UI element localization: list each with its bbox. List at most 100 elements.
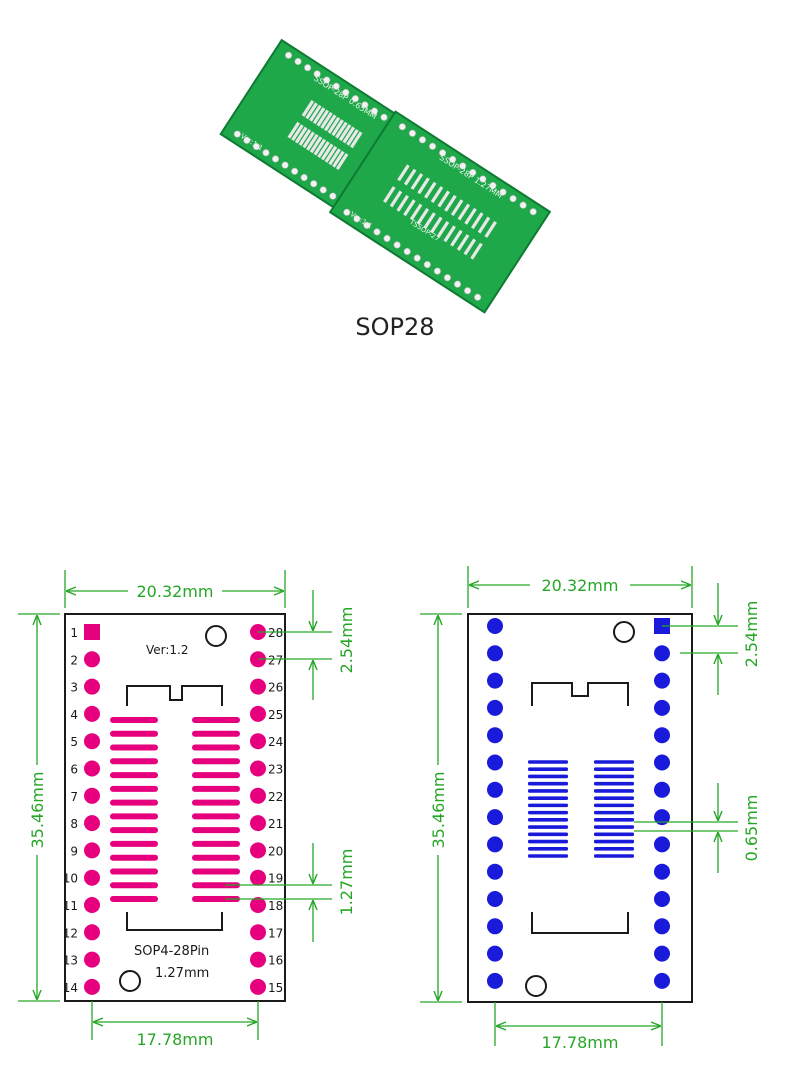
smd-pad <box>302 131 315 149</box>
left-pad-pitch-label: 1.27mm <box>337 849 356 916</box>
left-pin-pad <box>84 705 100 722</box>
header-pad <box>418 136 426 144</box>
right-pin-pad <box>654 781 670 798</box>
smd-pad <box>332 150 345 168</box>
left-pin-number: 10 <box>63 872 78 886</box>
header-pad <box>509 195 517 203</box>
header-pad <box>479 175 487 183</box>
left-row-spacing-label: 17.78mm <box>137 1030 214 1049</box>
right-smd-pad <box>192 854 240 861</box>
smd-pad <box>323 114 337 132</box>
smd-pad <box>335 121 348 139</box>
header-pad <box>499 188 507 196</box>
left-smd-pad <box>110 758 158 765</box>
header-pad <box>443 274 451 282</box>
header-pad <box>373 228 381 236</box>
left-pin-pad <box>84 897 100 913</box>
right-pin-number: 22 <box>268 790 283 804</box>
header-pad <box>489 182 497 190</box>
right-smd-pad <box>594 774 634 779</box>
right-smd-pad <box>594 789 634 793</box>
header-pad <box>398 123 406 131</box>
smd-pad <box>342 126 356 144</box>
right-smd-pad <box>192 882 240 889</box>
left-package-label: SOP4-28Pin <box>134 944 209 959</box>
left-smd-pad <box>528 810 568 815</box>
left-pin-pad <box>487 645 503 662</box>
right-board-view: 20.32mm 35.46mm 17.78mm 2.54mm 0.65mm <box>420 566 761 1052</box>
left-pin-pad <box>487 836 503 853</box>
left-pin-pad <box>84 842 100 859</box>
right-pin-pad <box>250 842 266 859</box>
left-smd-pad <box>528 803 568 808</box>
smd-pad <box>317 141 330 158</box>
smd-pad <box>324 145 338 163</box>
smd-pad <box>383 186 396 204</box>
left-pin-pad <box>84 787 100 804</box>
header-pad <box>474 293 482 301</box>
smd-pad <box>471 212 484 230</box>
smd-pad <box>320 143 334 161</box>
left-smd-pad <box>110 730 158 737</box>
right-mounting-hole-top <box>613 621 635 643</box>
smd-pad <box>417 177 430 195</box>
left-smd-pad <box>110 840 158 847</box>
right-pin-pad <box>654 863 670 880</box>
smd-pad <box>396 194 409 212</box>
header-pad <box>351 95 359 103</box>
smd-pad <box>331 119 344 137</box>
header-pad <box>454 280 462 288</box>
right-ic-outline-bottom <box>531 912 629 934</box>
header-pad <box>429 142 437 150</box>
left-pin-pad <box>487 727 503 744</box>
header-pad <box>464 287 472 295</box>
smd-pad <box>437 190 450 208</box>
left-pin-number: 1 <box>70 626 78 640</box>
smd-pad <box>463 238 477 256</box>
left-pin-pad <box>487 672 503 689</box>
left-pin-pad <box>487 918 503 935</box>
header-pad <box>380 113 388 121</box>
left-board-view: 1234567891011121314282726252423222120191… <box>18 570 356 1049</box>
right-smd-pad <box>594 839 634 844</box>
right-smd-pad <box>594 846 634 851</box>
left-smd-pad <box>528 846 568 851</box>
left-pin-pitch-label: 2.54mm <box>337 607 356 674</box>
right-mounting-hole-bottom <box>525 975 547 997</box>
left-pin-pad <box>487 891 503 907</box>
smd-pad <box>327 116 341 134</box>
left-pin-pad <box>84 678 100 695</box>
right-board-width-label: 20.32mm <box>542 576 619 595</box>
left-mounting-hole-top <box>205 625 227 647</box>
smd-pad <box>305 102 318 120</box>
header-pad <box>294 57 302 65</box>
right-pin-number: 23 <box>268 763 283 777</box>
right-pin-pad <box>654 918 670 935</box>
right-board-outline <box>467 613 693 1003</box>
header-pad <box>449 155 457 163</box>
right-pin-pad <box>654 945 670 962</box>
smd-pad <box>403 168 417 186</box>
left-pin-pad <box>487 781 503 798</box>
left-smd-pad <box>110 799 158 806</box>
right-smd-pad <box>594 810 634 815</box>
right-pin-pad <box>654 727 670 744</box>
header-pad <box>272 155 280 163</box>
left-smd-pad <box>110 854 158 861</box>
left-pin-number: 12 <box>63 926 78 940</box>
right-smd-pad <box>192 813 240 820</box>
smd-pad <box>456 234 470 251</box>
smd-pad <box>328 148 341 166</box>
right-smd-pad <box>192 717 240 723</box>
left-pin-number: 11 <box>63 899 78 913</box>
smd-pad <box>291 124 304 142</box>
left-smd-pad <box>528 774 568 779</box>
pcb-board-sop: SSOP-28P 1.27MM Ver:1.1 TSSOP-27 <box>328 110 552 314</box>
smd-pad <box>320 112 333 129</box>
header-pad <box>529 208 537 216</box>
right-smd-pad <box>192 799 240 806</box>
header-pad <box>342 88 350 96</box>
left-smd-pad <box>110 813 158 820</box>
right-smd-pad <box>192 744 240 751</box>
right-pin-pitch-label: 2.54mm <box>742 601 761 668</box>
